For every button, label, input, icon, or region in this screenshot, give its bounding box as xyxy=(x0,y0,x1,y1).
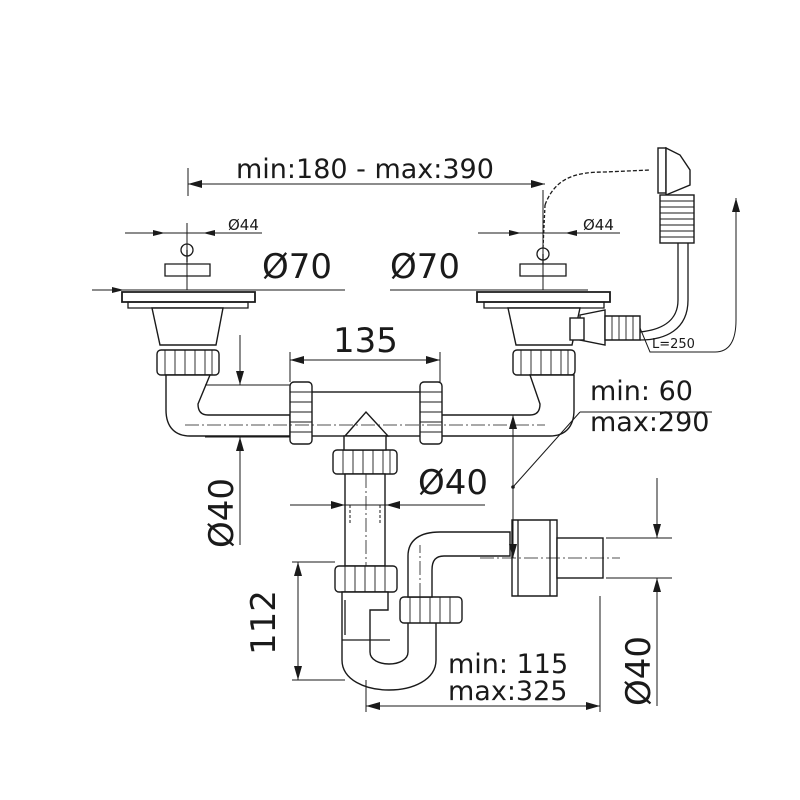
left-strainer: Ø44 xyxy=(92,216,262,376)
vertical-adjust-dimension: min: 60 max:290 xyxy=(509,376,712,558)
outlet-pipe-diameter: Ø40 xyxy=(619,636,659,706)
outlet-diameter-dimension: Ø40 xyxy=(606,478,672,706)
vertical-adjust-max: max:290 xyxy=(590,407,709,438)
left-pipe-diameter: Ø40 xyxy=(202,478,242,548)
left-strainer-small-diameter: Ø44 xyxy=(228,216,259,234)
horizontal-pipework: 135 xyxy=(165,321,575,445)
right-strainer: Ø44 xyxy=(476,190,641,376)
outlet-reach-max: max:325 xyxy=(448,676,567,707)
overflow-hose-length: L=250 xyxy=(652,337,695,352)
bottle-trap xyxy=(334,519,620,691)
overflow-assembly: L=250 xyxy=(542,146,740,353)
right-strainer-small-diameter: Ø44 xyxy=(583,216,614,234)
outlet-reach-min: min: 115 xyxy=(448,649,568,680)
center-pipe-diameter: Ø40 xyxy=(418,463,488,503)
vertical-adjust-min: min: 60 xyxy=(590,376,693,407)
right-bowl-diameter: Ø70 xyxy=(390,247,460,287)
left-bowl-diameter: Ø70 xyxy=(262,247,332,287)
overall-span-label: min:180 - max:390 xyxy=(236,154,494,185)
tee-spacing-label: 135 xyxy=(333,321,398,361)
trap-height-dimension: 112 xyxy=(244,561,345,681)
outlet-reach-dimension: min: 115 max:325 xyxy=(365,596,601,712)
left-pipe-diameter-dimension: Ø40 xyxy=(202,335,290,548)
vertical-downpipe: Ø40 xyxy=(290,435,488,567)
overall-span-dimension: min:180 - max:390 xyxy=(187,154,545,196)
trap-height-label: 112 xyxy=(244,590,284,655)
